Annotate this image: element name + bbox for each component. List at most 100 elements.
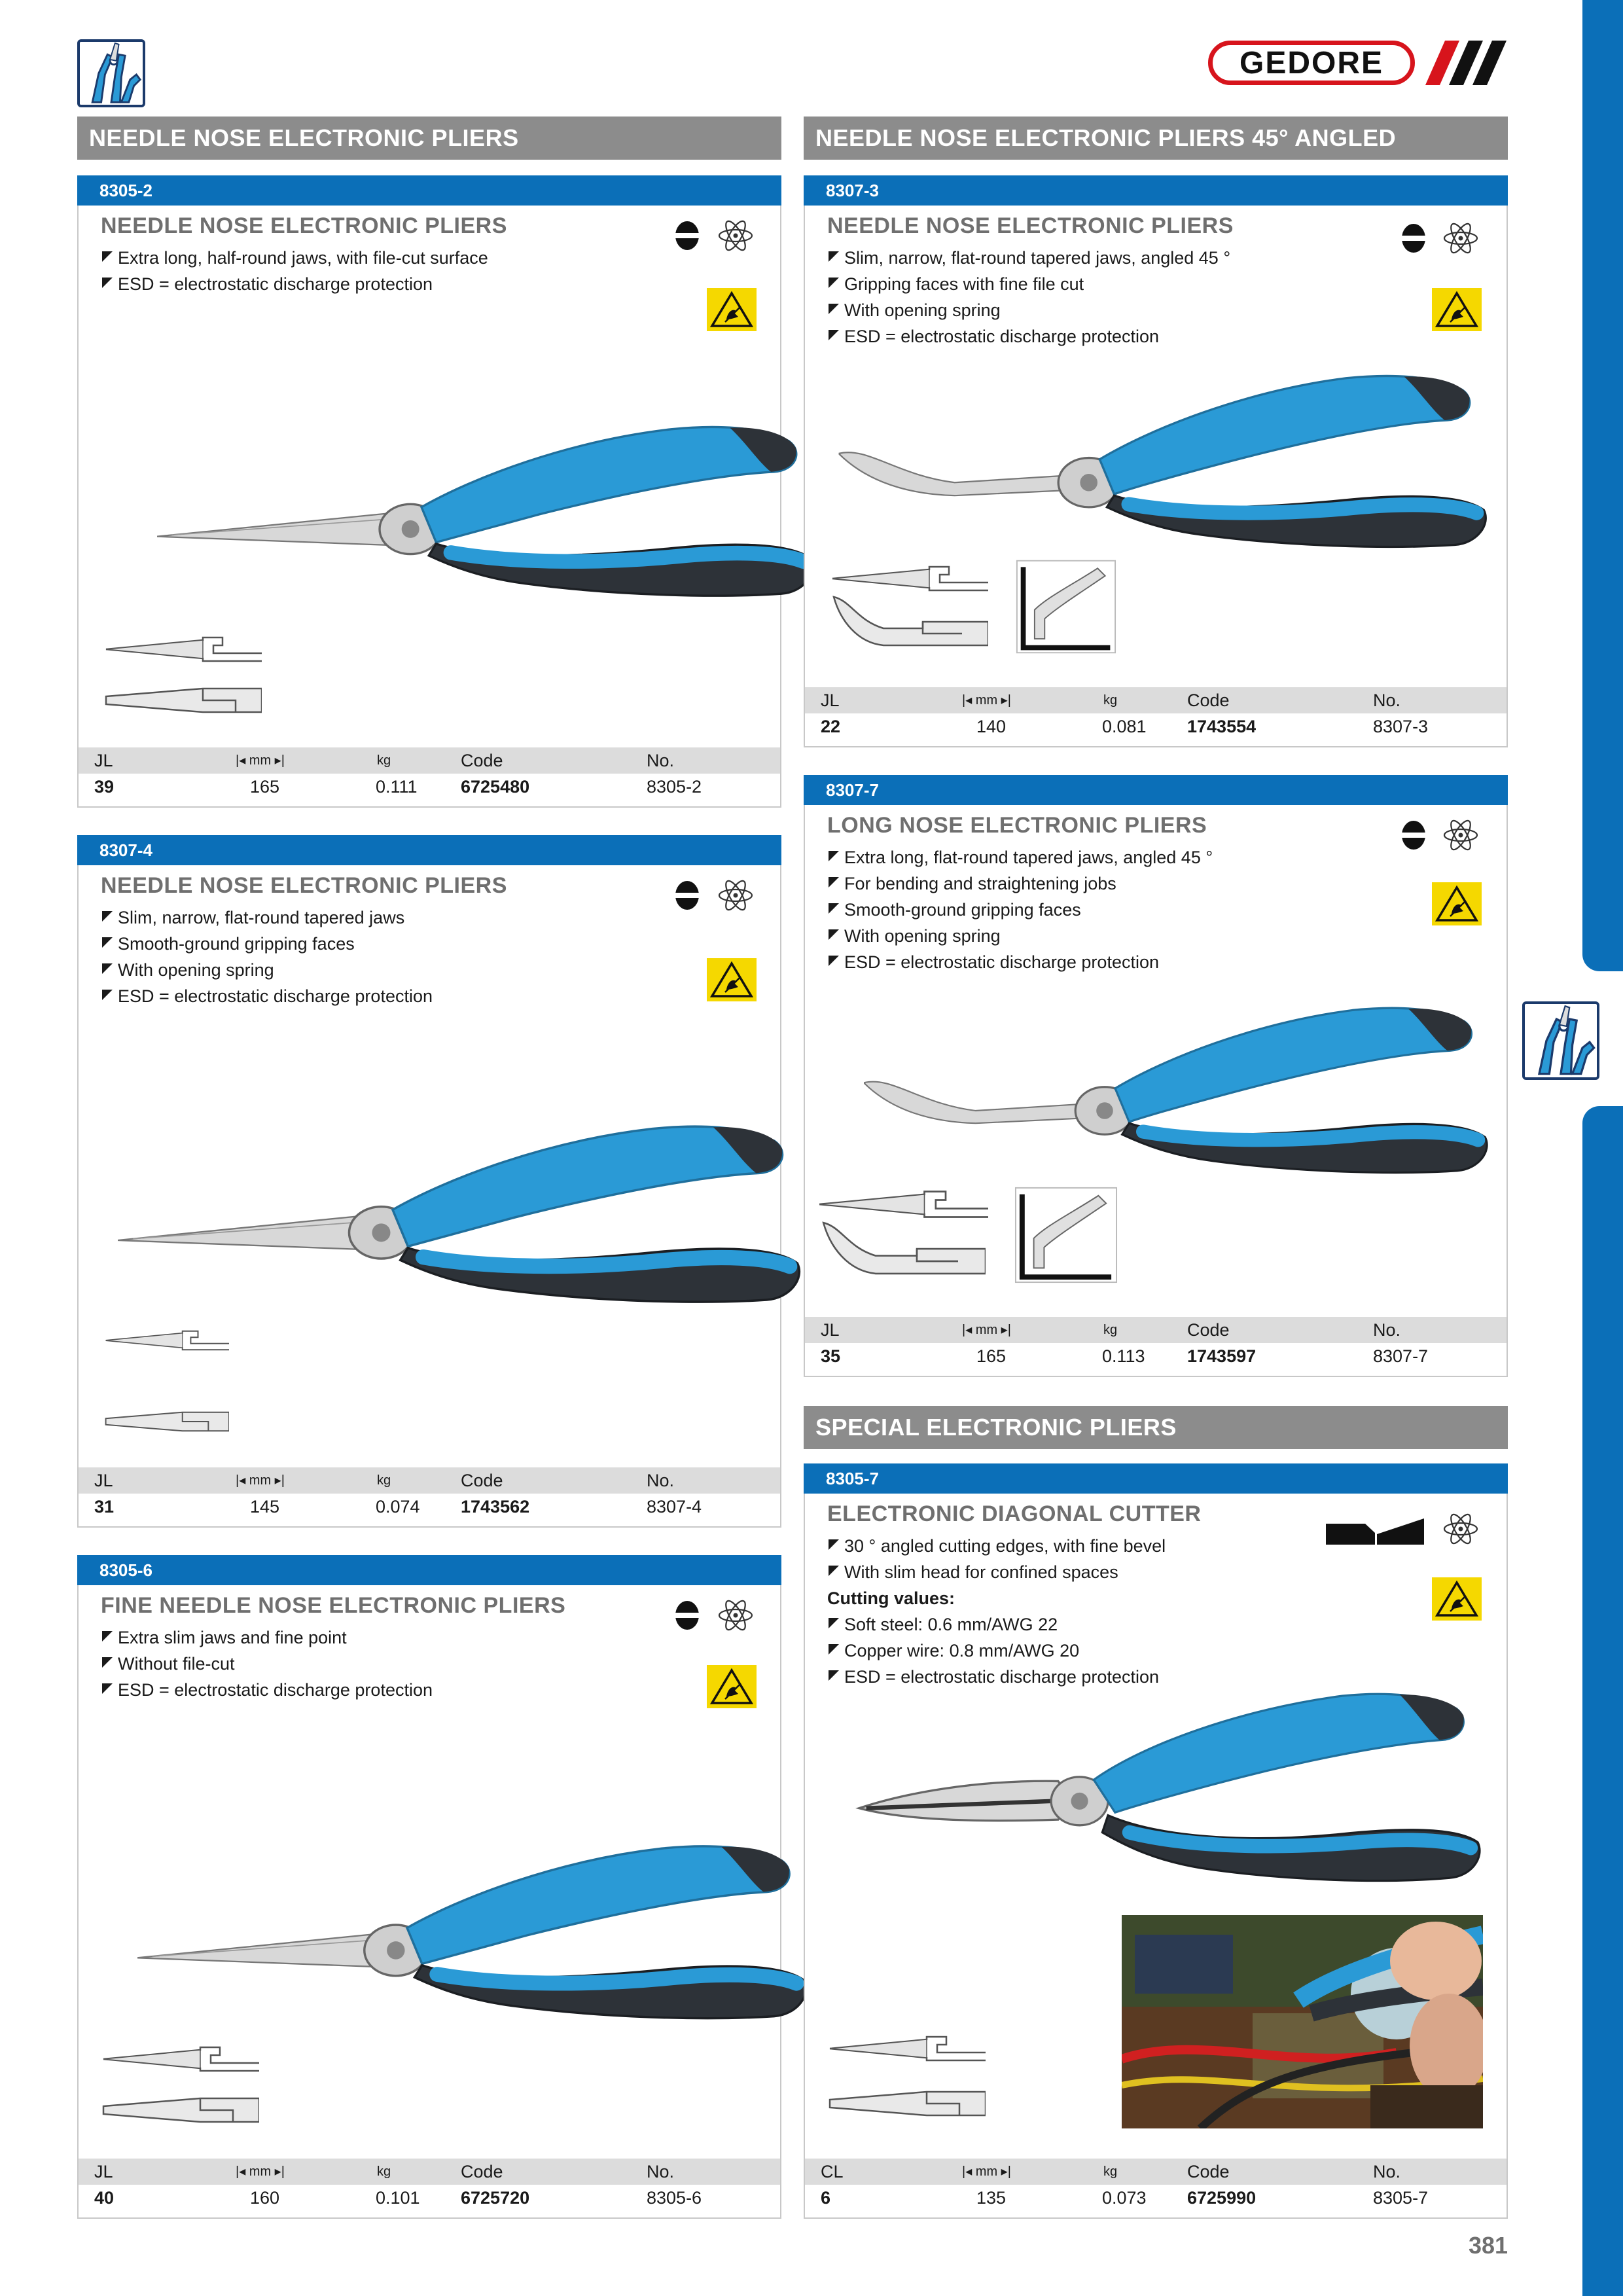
- plier-image: [838, 367, 1492, 555]
- weight-symbol: kg: [377, 753, 391, 768]
- code-header: Code: [461, 2162, 503, 2181]
- esd-icon: [1432, 1577, 1482, 1621]
- feature-item: For bending and straightening jobs: [827, 870, 1213, 897]
- product-title: FINE NEEDLE NOSE ELECTRONIC PLIERS: [101, 1593, 566, 1618]
- spec-jl: 35: [821, 1346, 841, 1366]
- spec-label: JL: [94, 2162, 113, 2181]
- pliers-category-icon: [1522, 1001, 1599, 1080]
- cutting-values-heading: Cutting values:: [827, 1588, 955, 1608]
- usage-photo: [1122, 1915, 1483, 2128]
- feature-item: ESD = electrostatic discharge protection: [101, 1677, 433, 1703]
- jaw-profile-icon: [831, 594, 988, 647]
- esd-icon: [707, 958, 757, 1001]
- feature-list: Extra long, half-round jaws, with file-c…: [101, 245, 488, 297]
- product-id: 8307-7: [804, 775, 1508, 805]
- spec-table: JL |◂ mm ▸| kg Code No. 39 165 0.111 672…: [79, 747, 780, 800]
- spec-kg: 0.111: [376, 777, 418, 797]
- esd-icon: [707, 288, 757, 331]
- jaw-profile-icon: [102, 2041, 259, 2077]
- spec-no: 8305-2: [647, 777, 702, 797]
- weight-symbol: kg: [1103, 1323, 1118, 1337]
- spec-table: CL |◂ mm ▸| kg Code No. 6 135 0.073 6725…: [805, 2159, 1507, 2211]
- spec-code: 6725720: [461, 2188, 530, 2208]
- feature-item: With opening spring: [827, 923, 1213, 949]
- section-header-left: NEEDLE NOSE ELECTRONIC PLIERS: [77, 117, 781, 160]
- feature-item: With opening spring: [101, 957, 433, 983]
- spec-table: JL |◂ mm ▸| kg Code No. 35 165 0.113 174…: [805, 1317, 1507, 1369]
- plier-image: [157, 419, 818, 610]
- spec-no: 8305-6: [647, 2188, 702, 2208]
- weight-symbol: kg: [1103, 693, 1118, 708]
- spec-label: CL: [821, 2162, 844, 2181]
- side-tab-top: [1582, 0, 1623, 971]
- spec-code: 6725990: [1187, 2188, 1257, 2208]
- product-card-8307-4: 8307-4 NEEDLE NOSE ELECTRONIC PLIERS Sli…: [77, 835, 781, 1528]
- code-header: Code: [461, 1471, 503, 1490]
- feature-item: Extra long, flat-round tapered jaws, ang…: [827, 844, 1213, 870]
- flat-head-icon: [1400, 819, 1427, 851]
- esd-icon: [707, 1665, 757, 1708]
- spec-label: JL: [94, 1471, 113, 1490]
- spec-kg: 0.113: [1102, 1346, 1145, 1366]
- flat-head-icon: [674, 880, 700, 911]
- esd-icon: [1432, 288, 1482, 331]
- product-card-8305-2: 8305-2 NEEDLE NOSE ELECTRONIC PLIERS Ext…: [77, 175, 781, 808]
- spec-mm: 145: [250, 1497, 280, 1516]
- flat-head-icon: [1400, 223, 1427, 254]
- cutting-edge-icon: [1326, 1518, 1424, 1545]
- feature-item: Extra slim jaws and fine point: [101, 1624, 433, 1651]
- feature-item: Smooth-ground gripping faces: [101, 931, 433, 957]
- product-id: 8305-7: [804, 1463, 1508, 1494]
- spec-table: JL |◂ mm ▸| kg Code No. 40 160 0.101 672…: [79, 2159, 780, 2211]
- feature-item: ESD = electrostatic discharge protection: [827, 323, 1230, 350]
- spec-jl: 31: [94, 1497, 115, 1516]
- gedore-logo: GEDORE: [1208, 37, 1509, 89]
- spec-code: 1743597: [1187, 1346, 1257, 1366]
- side-tab-bottom: [1582, 1106, 1623, 2296]
- plier-image: [137, 1838, 812, 2033]
- feature-list: Slim, narrow, flat-round tapered jaws Sm…: [101, 905, 433, 1009]
- feature-item: Extra long, half-round jaws, with file-c…: [101, 245, 488, 271]
- section-header-right: NEEDLE NOSE ELECTRONIC PLIERS 45° ANGLED: [804, 117, 1508, 160]
- product-title: NEEDLE NOSE ELECTRONIC PLIERS: [101, 213, 507, 238]
- feature-list: 30 ° angled cutting edges, with fine bev…: [827, 1533, 1166, 1690]
- section-header-special: SPECIAL ELECTRONIC PLIERS: [804, 1406, 1508, 1449]
- weight-symbol: kg: [377, 2164, 391, 2179]
- feature-item: Copper wire: 0.8 mm/AWG 20: [827, 1638, 1166, 1664]
- feature-item: ESD = electrostatic discharge protection: [827, 949, 1213, 975]
- spec-kg: 0.101: [376, 2188, 420, 2208]
- product-title: LONG NOSE ELECTRONIC PLIERS: [827, 813, 1207, 838]
- product-card-8305-6: 8305-6 FINE NEEDLE NOSE ELECTRONIC PLIER…: [77, 1555, 781, 2219]
- plier-image: [864, 999, 1492, 1181]
- feature-item: ESD = electrostatic discharge protection: [101, 271, 488, 297]
- feature-item: With slim head for confined spaces: [827, 1559, 1166, 1585]
- product-id: 8305-6: [77, 1555, 781, 1585]
- flat-head-icon: [674, 1600, 700, 1631]
- feature-item: With opening spring: [827, 297, 1230, 323]
- feature-item: 30 ° angled cutting edges, with fine bev…: [827, 1533, 1166, 1559]
- feature-list: Slim, narrow, flat-round tapered jaws, a…: [827, 245, 1230, 350]
- product-card-8307-3: 8307-3 NEEDLE NOSE ELECTRONIC PLIERS Sli…: [804, 175, 1508, 747]
- code-header: Code: [1187, 2162, 1230, 2181]
- weight-symbol: kg: [1103, 2164, 1118, 2179]
- atom-icon: [717, 877, 754, 914]
- spec-kg: 0.073: [1102, 2188, 1147, 2208]
- jaw-profile-icon: [818, 1220, 988, 1275]
- spec-code: 1743562: [461, 1497, 530, 1516]
- plier-image: [844, 1687, 1486, 1901]
- weight-symbol: kg: [377, 1473, 391, 1488]
- product-id: 8305-2: [77, 175, 781, 206]
- angle-diagram-icon: [1014, 1185, 1118, 1285]
- spec-mm: 165: [976, 1346, 1007, 1366]
- code-header: Code: [1187, 691, 1230, 710]
- spec-code: 1743554: [1187, 717, 1257, 736]
- product-card-8305-7: 8305-7 ELECTRONIC DIAGONAL CUTTER 30 ° a…: [804, 1463, 1508, 2219]
- code-header: Code: [1187, 1320, 1230, 1340]
- no-header: No.: [647, 751, 675, 770]
- jaw-profile-icon: [102, 2093, 259, 2127]
- spec-label: JL: [821, 691, 840, 710]
- spec-table: JL |◂ mm ▸| kg Code No. 31 145 0.074 174…: [79, 1467, 780, 1520]
- atom-icon: [1442, 1511, 1479, 1547]
- atom-icon: [1442, 220, 1479, 257]
- feature-item: Smooth-ground gripping faces: [827, 897, 1213, 923]
